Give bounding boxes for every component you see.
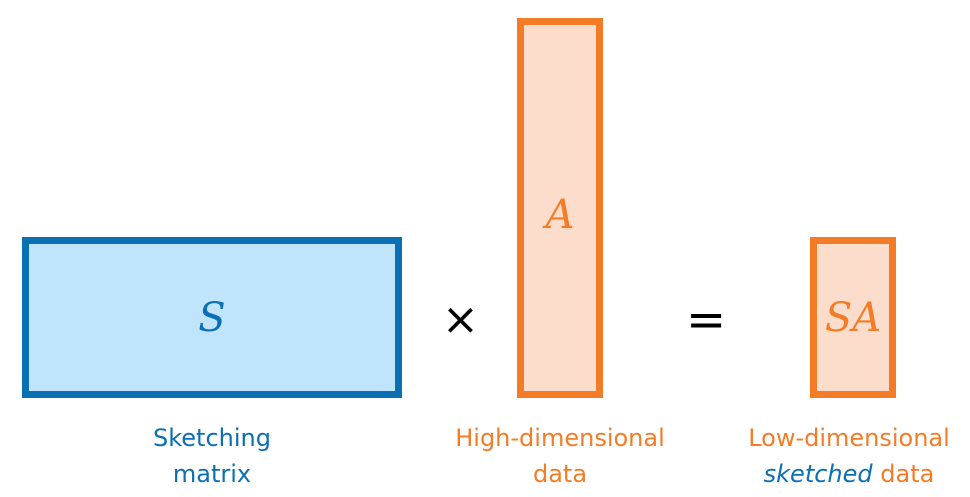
high-dimensional-data-label-line2: data: [532, 460, 588, 488]
sketching-matrix-label: Sketching matrix: [112, 420, 312, 492]
sketched-data-label-line2: sketched data: [728, 456, 970, 492]
sketched-data-label-line1: Low-dimensional: [748, 424, 950, 452]
high-dimensional-data-box: A: [517, 18, 603, 398]
sketched-data-label: Low-dimensional sketched data: [728, 420, 970, 492]
high-dimensional-data-symbol: A: [545, 192, 575, 238]
sketching-matrix-label-line1: Sketching: [153, 424, 271, 452]
sketching-matrix-symbol: S: [198, 294, 226, 341]
sketched-data-label-rest: data: [872, 460, 935, 488]
high-dimensional-data-label: High-dimensional data: [430, 420, 690, 492]
sketching-matrix-box: S: [22, 237, 402, 398]
equals-operator: =: [686, 292, 727, 348]
multiply-operator: ×: [442, 294, 479, 345]
sketching-matrix-label-line2: matrix: [172, 460, 252, 488]
sketched-data-box: SA: [810, 237, 896, 398]
sketched-data-symbol: SA: [824, 294, 882, 341]
high-dimensional-data-label-line1: High-dimensional: [455, 424, 665, 452]
sketched-emphasis: sketched: [763, 460, 873, 488]
